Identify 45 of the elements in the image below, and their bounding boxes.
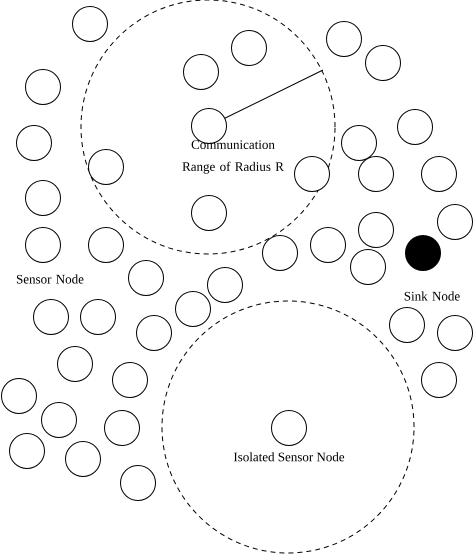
sensor-node: [310, 227, 346, 263]
sensor-node: [191, 195, 227, 231]
node-label: Sensor Node: [16, 274, 84, 284]
sensor-node: [397, 109, 433, 145]
sensor-node: [41, 402, 77, 438]
sensor-node: [57, 346, 93, 382]
sensor-node: [326, 21, 362, 57]
sensor-node: [9, 433, 45, 469]
sensor-node: [350, 249, 386, 285]
sensor-node: [1, 378, 37, 414]
sensor-node: [365, 45, 401, 81]
sensor-node: [294, 156, 330, 192]
sensor-node: [175, 291, 211, 327]
sink-node: [405, 235, 441, 271]
sensor-node: [262, 235, 298, 271]
sensor-node: [421, 362, 457, 398]
sensor-node: [437, 204, 473, 240]
sensor-node: [16, 125, 52, 161]
range-label: Communication Range of Radius R: [182, 140, 284, 174]
node-label: Isolated Sensor Node: [234, 452, 344, 462]
sensor-node: [358, 212, 394, 248]
sensor-node: [120, 465, 156, 501]
sensor-node: [88, 227, 124, 263]
sensor-node: [104, 410, 140, 446]
sensor-node: [231, 30, 267, 66]
sensor-node: [341, 125, 377, 161]
sensor-node: [207, 267, 243, 303]
sensor-node: [25, 180, 61, 216]
sensor-node: [421, 156, 457, 192]
sensor-node: [136, 315, 172, 351]
sensor-node: [183, 54, 219, 90]
sensor-node: [25, 227, 61, 263]
sensor-node: [112, 362, 148, 398]
sensor-node: [88, 149, 124, 185]
node-label: Sink Node: [404, 291, 460, 301]
sensor-node: [25, 69, 61, 105]
sensor-node: [437, 315, 473, 351]
sensor-node: [271, 410, 307, 446]
sensor-node: [72, 6, 108, 42]
sensor-node: [80, 299, 116, 335]
sensor-node: [128, 260, 164, 296]
sensor-node: [358, 156, 394, 192]
sensor-node: [65, 441, 101, 477]
sensor-node: [389, 307, 425, 343]
sensor-node: [33, 299, 69, 335]
